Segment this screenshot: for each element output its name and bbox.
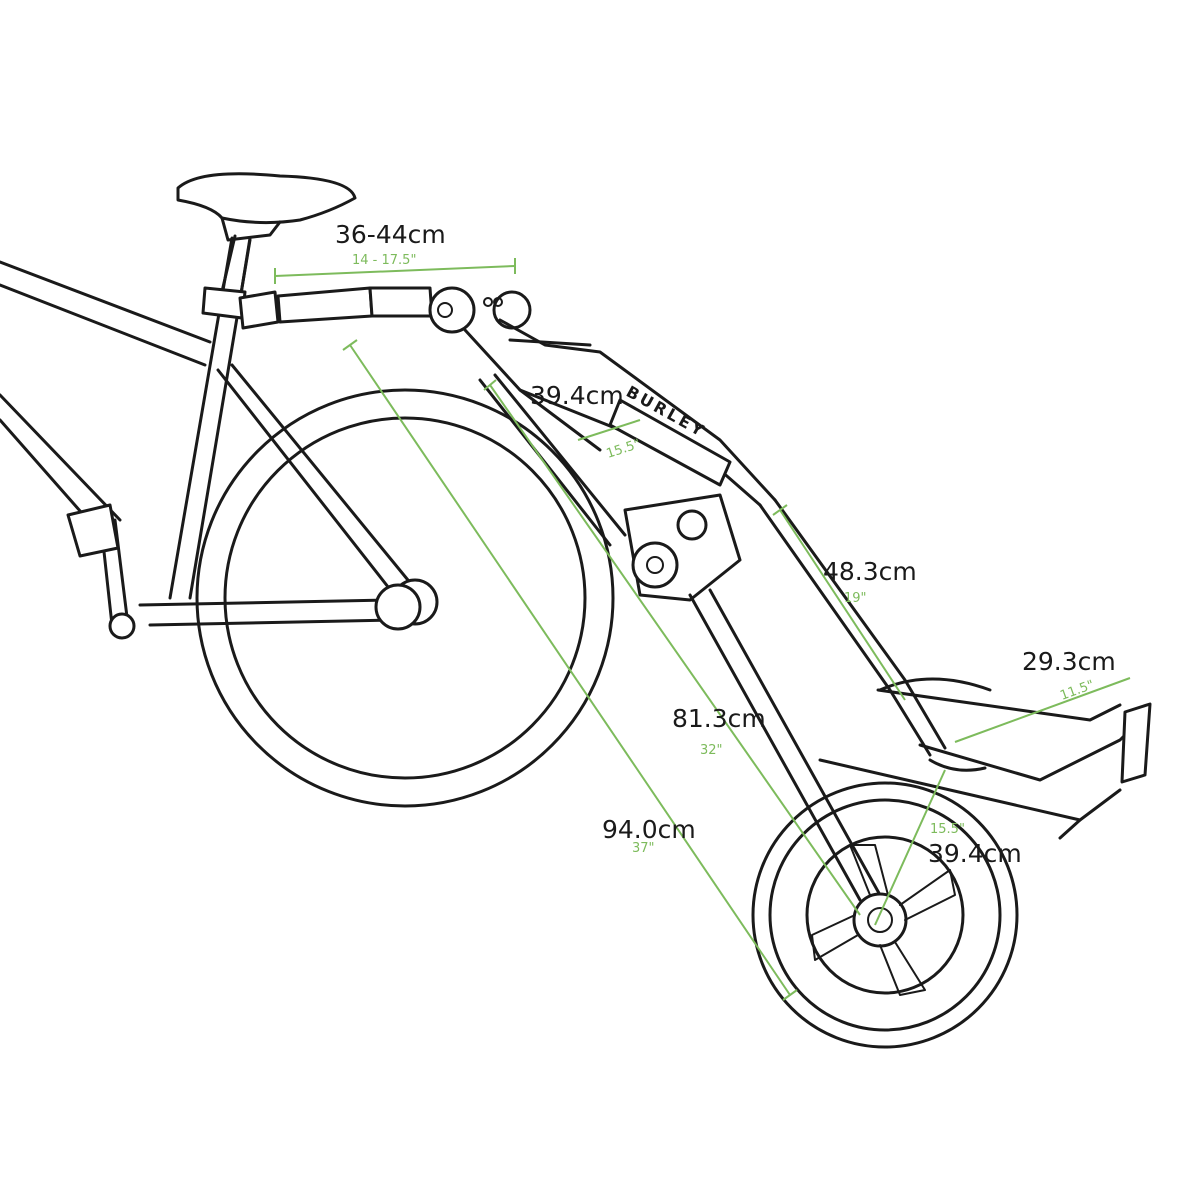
bicycle-rear-wheel bbox=[195, 388, 615, 808]
trailer-cargo-tray bbox=[818, 677, 1152, 840]
dim-inch-hitch-to-axle: 32" bbox=[700, 743, 723, 758]
dimension-label-tray-depth: 39.4cm 15.5" bbox=[928, 822, 1022, 868]
trailer-hitch-arm bbox=[238, 286, 532, 334]
bicycle bbox=[0, 172, 615, 808]
trailer-wheel bbox=[751, 781, 1019, 1049]
dimension-label-arm-width: 39.4cm 15.5" bbox=[530, 381, 642, 462]
dim-inch-hitch-arm: 14 - 17.5" bbox=[352, 253, 416, 268]
dim-inch-boom: 19" bbox=[844, 591, 867, 606]
dim-cm-arm-width: 39.4cm bbox=[530, 381, 624, 410]
dimension-label-hitch-arm: 36-44cm 14 - 17.5" bbox=[335, 220, 446, 268]
dim-inch-tray-depth: 15.5" bbox=[930, 822, 965, 837]
trailer: BURLEY bbox=[238, 286, 1152, 1049]
dim-cm-tray-depth: 39.4cm bbox=[928, 839, 1022, 868]
dimension-label-hitch-to-axle: 81.3cm 32" bbox=[672, 704, 766, 758]
dim-cm-hitch-arm: 36-44cm bbox=[335, 220, 446, 249]
dim-cm-boom: 48.3cm bbox=[823, 557, 917, 586]
bicycle-crank-pedal bbox=[66, 503, 136, 640]
dim-cm-hitch-to-axle: 81.3cm bbox=[672, 704, 766, 733]
dim-cm-tray-width: 29.3cm bbox=[1022, 647, 1116, 676]
dim-inch-tray-width: 11.5" bbox=[1058, 678, 1096, 704]
trailer-fork-hub bbox=[623, 493, 742, 602]
dim-cm-overall-length: 94.0cm bbox=[602, 815, 696, 844]
dimension-label-boom: 48.3cm 19" bbox=[823, 557, 917, 606]
dim-inch-arm-width: 15.5" bbox=[605, 437, 643, 462]
dim-inch-overall-length: 37" bbox=[632, 841, 655, 856]
bicycle-saddle bbox=[176, 172, 357, 320]
dimension-label-overall-length: 94.0cm 37" bbox=[602, 815, 696, 856]
dimension-label-tray-width: 29.3cm 11.5" bbox=[1022, 647, 1116, 704]
dimension-lines bbox=[274, 258, 1131, 1001]
